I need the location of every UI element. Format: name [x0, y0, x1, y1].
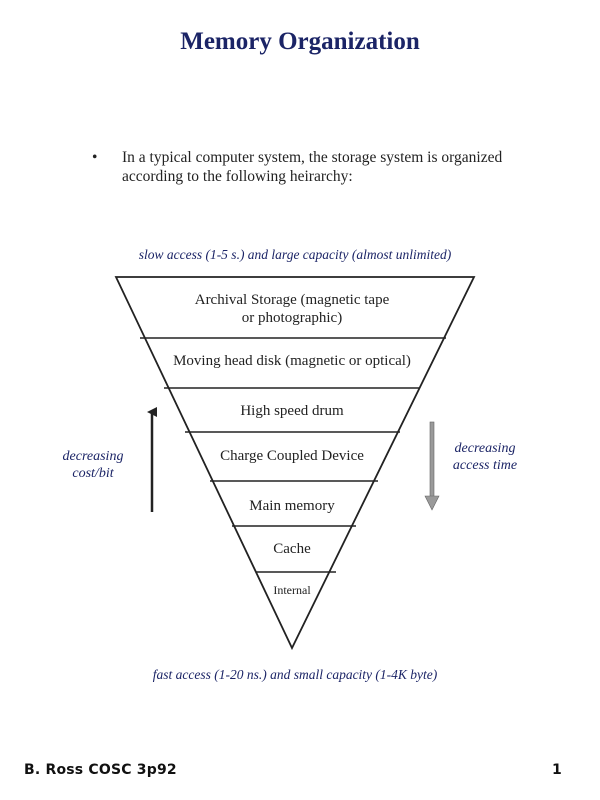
bullet-item: • In a typical computer system, the stor…: [92, 148, 512, 186]
level-internal: Internal: [273, 583, 311, 597]
right-arrow-head: [424, 495, 440, 511]
level-archival-storage: Archival Storage (magnetic tape or photo…: [194, 292, 390, 326]
bullet-icon: •: [92, 149, 98, 166]
bottom-caption: fast access (1-20 ns.) and small capacit…: [152, 667, 438, 682]
level-charge-coupled-device: Charge Coupled Device: [220, 448, 364, 464]
top-caption: slow access (1-5 s.) and large capacity …: [138, 247, 452, 262]
pyramid-outline: [114, 276, 476, 651]
level-high-speed-drum: High speed drum: [240, 403, 344, 419]
level-cache: Cache: [273, 541, 311, 557]
level-main-memory: Main memory: [249, 498, 335, 514]
bullet-text: In a typical computer system, the storag…: [122, 149, 503, 185]
footer-author: B. Ross COSC 3p92: [24, 762, 177, 778]
page-number: 1: [552, 762, 562, 778]
right-label-access-time: decreasing access time: [452, 441, 518, 473]
slide-title: Memory Organization: [180, 28, 420, 55]
level-moving-head-disk: Moving head disk (magnetic or optical): [173, 353, 411, 369]
left-label-cost: decreasing cost/bit: [62, 449, 124, 481]
